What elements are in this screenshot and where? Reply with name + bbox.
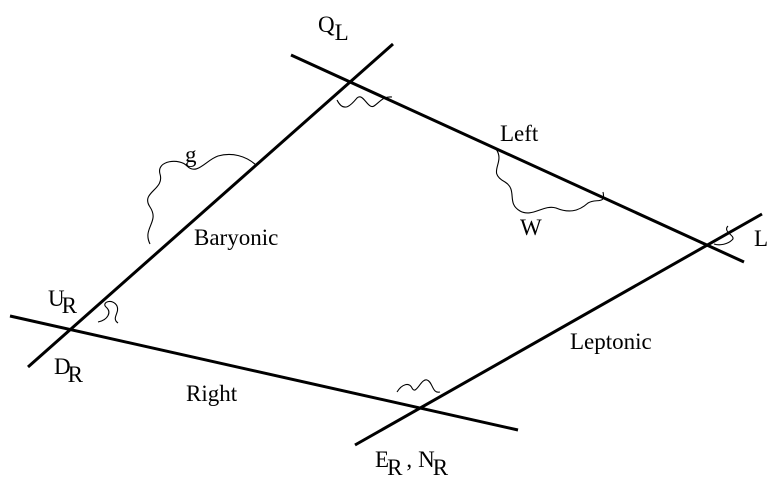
gluon-label: g: [185, 142, 197, 167]
dr-label-main: D: [54, 354, 71, 379]
ql-label-sub: L: [335, 20, 349, 45]
baryonic-line: [27, 42, 394, 369]
ql-vertex-wavy-line: [336, 96, 393, 108]
nr-label-main: N: [418, 447, 435, 472]
right-label: Right: [186, 381, 238, 406]
gluon-wavy-line: [147, 153, 257, 245]
nr-label-sub: R: [433, 455, 449, 480]
ur-label-main: U: [48, 286, 65, 311]
ql-label: QL: [318, 12, 349, 45]
left-line: [290, 53, 745, 264]
ur-vertex-wavy-line: [97, 300, 119, 324]
ur-label-sub: R: [62, 293, 78, 318]
w-boson-wavy-line: [495, 148, 605, 214]
ur-label: UR: [48, 286, 78, 318]
right-line: [9, 314, 519, 432]
ql-label-main: Q: [318, 12, 335, 37]
leptonic-line: [354, 212, 763, 447]
baryonic-label: Baryonic: [194, 225, 278, 250]
leptonic-label: Leptonic: [570, 329, 652, 354]
er-label-sub: R: [387, 455, 403, 480]
l-vertex-wavy-line: [713, 225, 734, 246]
w-boson-label: W: [520, 215, 542, 240]
er-nr-label: ER,NR: [375, 447, 449, 480]
left-label: Left: [500, 121, 539, 146]
er-vertex-wavy-line: [396, 379, 441, 393]
dr-label: DR: [54, 354, 84, 387]
dr-label-sub: R: [68, 362, 84, 387]
l-label: L: [754, 226, 767, 251]
er-nr-comma: ,: [406, 447, 412, 472]
er-label-main: E: [375, 447, 389, 472]
